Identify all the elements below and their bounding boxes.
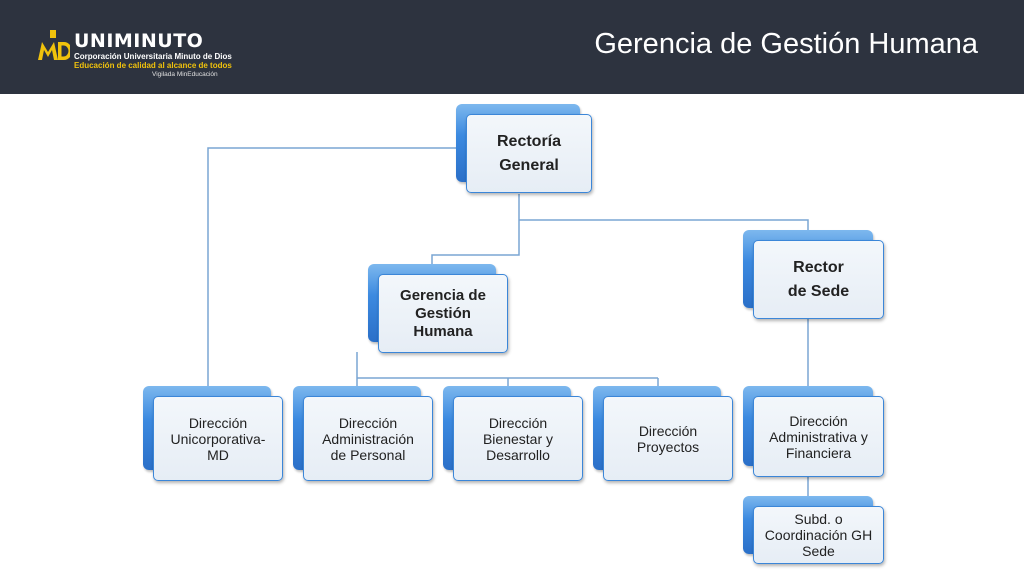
connector-rectoria-gerencia	[431, 220, 520, 266]
uniminuto-logo: UNIMINUTO Corporación Universitaria Minu…	[36, 26, 236, 78]
connector-gerencia-children	[356, 352, 659, 388]
logo-tagline-3: Vigilada MinEducación	[152, 71, 218, 78]
header-bar: UNIMINUTO Corporación Universitaria Minu…	[0, 0, 1024, 94]
logo-tagline-1: Corporación Universitaria Minuto de Dios	[74, 52, 232, 61]
logo-name: UNIMINUTO	[74, 30, 204, 52]
md-logo-icon	[38, 30, 70, 60]
node-label: Gerencia de Gestión Humana	[400, 286, 486, 340]
node-label: Dirección Bienestar y Desarrollo	[482, 414, 554, 463]
node-label: Rectoría General	[496, 132, 562, 174]
node-label: Dirección Proyectos	[636, 422, 700, 455]
connector-rectoria-unicorporativa	[207, 147, 456, 386]
node-label: Subd. o Coordinación GH Sede	[764, 511, 873, 559]
logo-tagline-2: Educación de calidad al alcance de todos	[74, 61, 232, 70]
node-label: Dirección Unicorporativa- MD	[170, 414, 266, 463]
node-label: Dirección Administrativa y Financiera	[769, 412, 868, 461]
connector-rectoria-rector	[519, 219, 809, 232]
node-label: Rector de Sede	[787, 258, 850, 300]
page-title: Gerencia de Gestión Humana	[594, 28, 978, 60]
node-label: Dirección Administración de Personal	[322, 414, 414, 463]
